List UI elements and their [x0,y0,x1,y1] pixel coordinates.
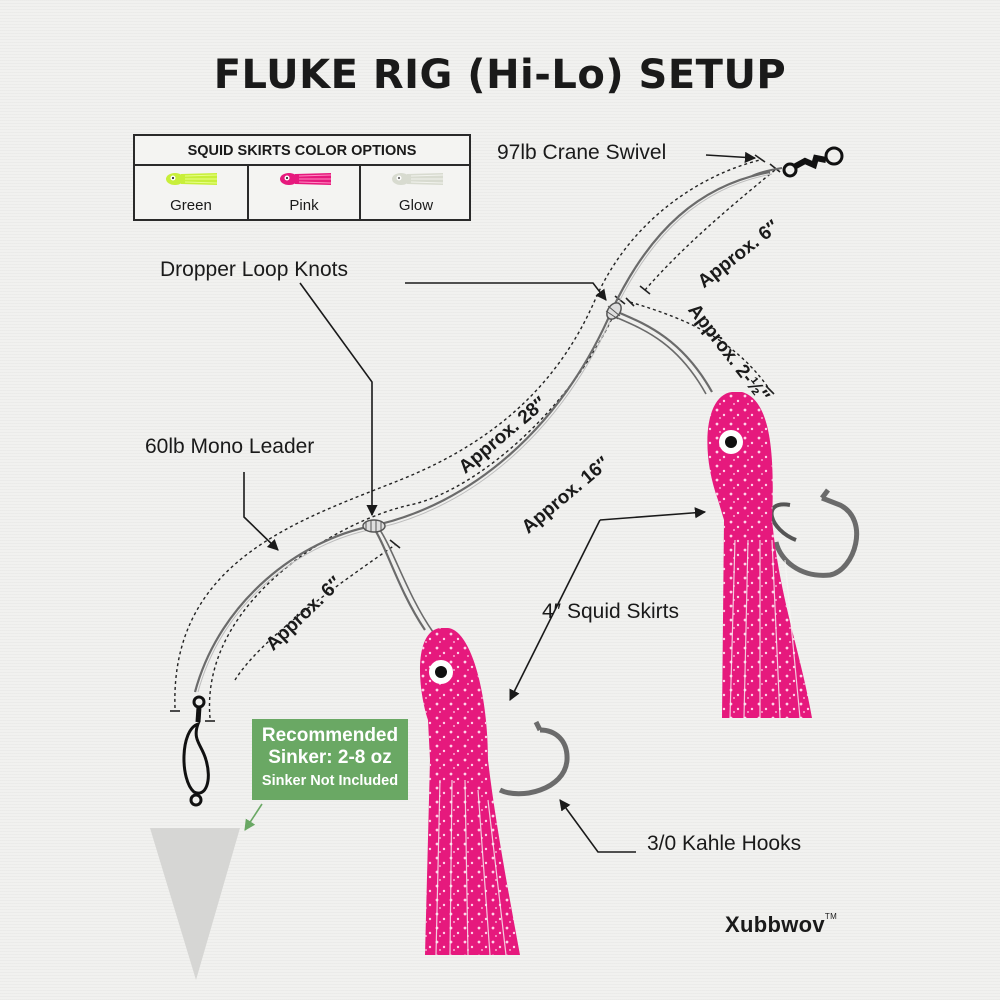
diagram-title: FLUKE RIG (Hi-Lo) SETUP [213,52,787,98]
mono-leader-line [193,170,771,693]
guide-top-leader [629,301,771,391]
label-dropper-loop-knots: Dropper Loop Knots [160,258,348,281]
brand-logo: XubbwovTM [725,912,837,938]
sinker-note-line2: Sinker: 2-8 oz [268,747,392,768]
sinker-note-line3: Sinker Not Included [261,773,399,789]
green-skirt-icon [166,173,217,185]
upper-squid-skirt-icon [707,392,860,719]
label-mono-leader: 60lb Mono Leader [145,435,315,458]
callout-hook [559,799,636,853]
dropper-loop-knot-lower [362,519,386,533]
callout-dropper-lower [299,282,378,517]
callout-leader [243,472,279,551]
guide-bottom-dropper [234,544,396,681]
brand-name: Xubbwov [725,912,825,937]
legend-label-green: Green [170,197,212,214]
recommended-sinker-note: Recommended Sinker: 2-8 oz Sinker Not In… [252,719,408,800]
snap-swivel-icon [182,695,210,807]
callout-skirt-upper [599,507,707,521]
glow-skirt-icon [392,173,443,185]
callout-dropper-upper [405,282,607,301]
sinker-note-line1: Recommended [261,725,399,746]
label-kahle-hooks: 3/0 Kahle Hooks [647,832,802,855]
pink-skirt-icon [280,173,331,185]
legend-title: SQUID SKIRTS COLOR OPTIONS [135,136,469,166]
dimension-ticks [170,154,781,722]
upper-dropper-line [612,308,713,393]
lower-dropper-line [372,526,426,631]
callout-lines [243,151,757,853]
label-squid-skirts: 4″ Squid Skirts [542,600,679,623]
legend-option-pink: Pink [247,166,359,219]
legend-label-pink: Pink [289,197,319,214]
color-options-legend: SQUID SKIRTS COLOR OPTIONS Green Pink Gl… [133,134,471,221]
callout-swivel [705,151,757,163]
callout-skirt-lower [509,519,601,702]
brand-trademark: TM [824,912,838,921]
callout-sinker [244,803,263,831]
legend-option-green: Green [135,166,247,219]
legend-option-glow: Glow [359,166,471,219]
guide-28in [174,159,761,709]
dropper-loop-knot-upper [605,302,622,320]
legend-label-glow: Glow [398,197,434,214]
lower-squid-skirt-icon [419,628,570,956]
label-crane-swivel: 97lb Crane Swivel [497,141,667,164]
pyramid-sinker-icon [150,828,240,980]
crane-swivel-icon [751,146,844,178]
guide-top-dropper [644,169,776,291]
